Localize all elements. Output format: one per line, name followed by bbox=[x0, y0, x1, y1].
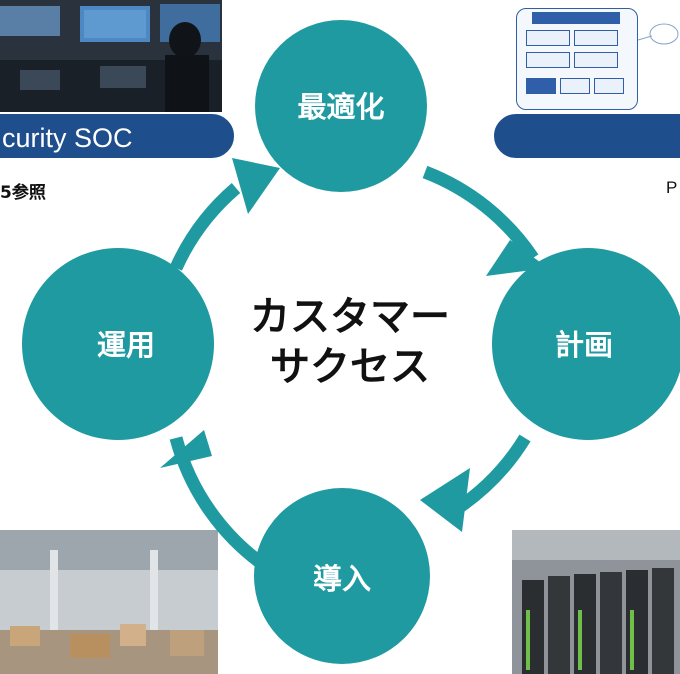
node-optimize bbox=[255, 20, 427, 192]
diagram-box bbox=[526, 52, 570, 68]
ring-arc-top-left bbox=[170, 183, 241, 271]
node-plan-label: 計画 bbox=[554, 328, 613, 362]
cloud-icon bbox=[637, 23, 679, 45]
arrowhead-to-deploy bbox=[420, 468, 470, 532]
center-title-line1: カスタマー bbox=[250, 294, 450, 340]
technical-center-note: P bbox=[666, 178, 678, 197]
diagram-box bbox=[526, 78, 556, 94]
server-rack-illustration bbox=[512, 530, 680, 674]
soc-reference-note: 5参照 bbox=[0, 183, 46, 203]
diagram-box bbox=[560, 78, 590, 94]
node-deploy-label: 導入 bbox=[312, 562, 371, 596]
ring-arc-top-right bbox=[422, 165, 539, 262]
diagram-box bbox=[594, 78, 624, 94]
soc-photo bbox=[0, 0, 222, 112]
soc-banner-label: curity SOC bbox=[2, 123, 133, 153]
soc-banner: curity SOC bbox=[0, 112, 236, 160]
arrowhead-to-optimize bbox=[232, 158, 280, 214]
soc-room-illustration bbox=[0, 0, 222, 112]
diagram-header bbox=[532, 12, 620, 24]
node-optimize-label: 最適化 bbox=[297, 90, 385, 124]
diagram-box bbox=[574, 30, 618, 46]
node-plan bbox=[492, 248, 680, 440]
arrowhead-to-operate bbox=[160, 430, 212, 468]
warehouse-illustration bbox=[0, 530, 218, 674]
technical-center-banner bbox=[492, 112, 680, 160]
center-title: カスタマー サクセス bbox=[240, 292, 460, 392]
center-title-line2: サクセス bbox=[270, 344, 430, 390]
node-operate bbox=[22, 248, 214, 440]
technical-center-diagram bbox=[512, 0, 680, 112]
server-rack-photo bbox=[512, 530, 680, 674]
warehouse-photo bbox=[0, 530, 218, 674]
diagram-box bbox=[574, 52, 618, 68]
node-deploy bbox=[254, 488, 430, 664]
diagram-box bbox=[526, 30, 570, 46]
node-operate-label: 運用 bbox=[96, 328, 155, 362]
